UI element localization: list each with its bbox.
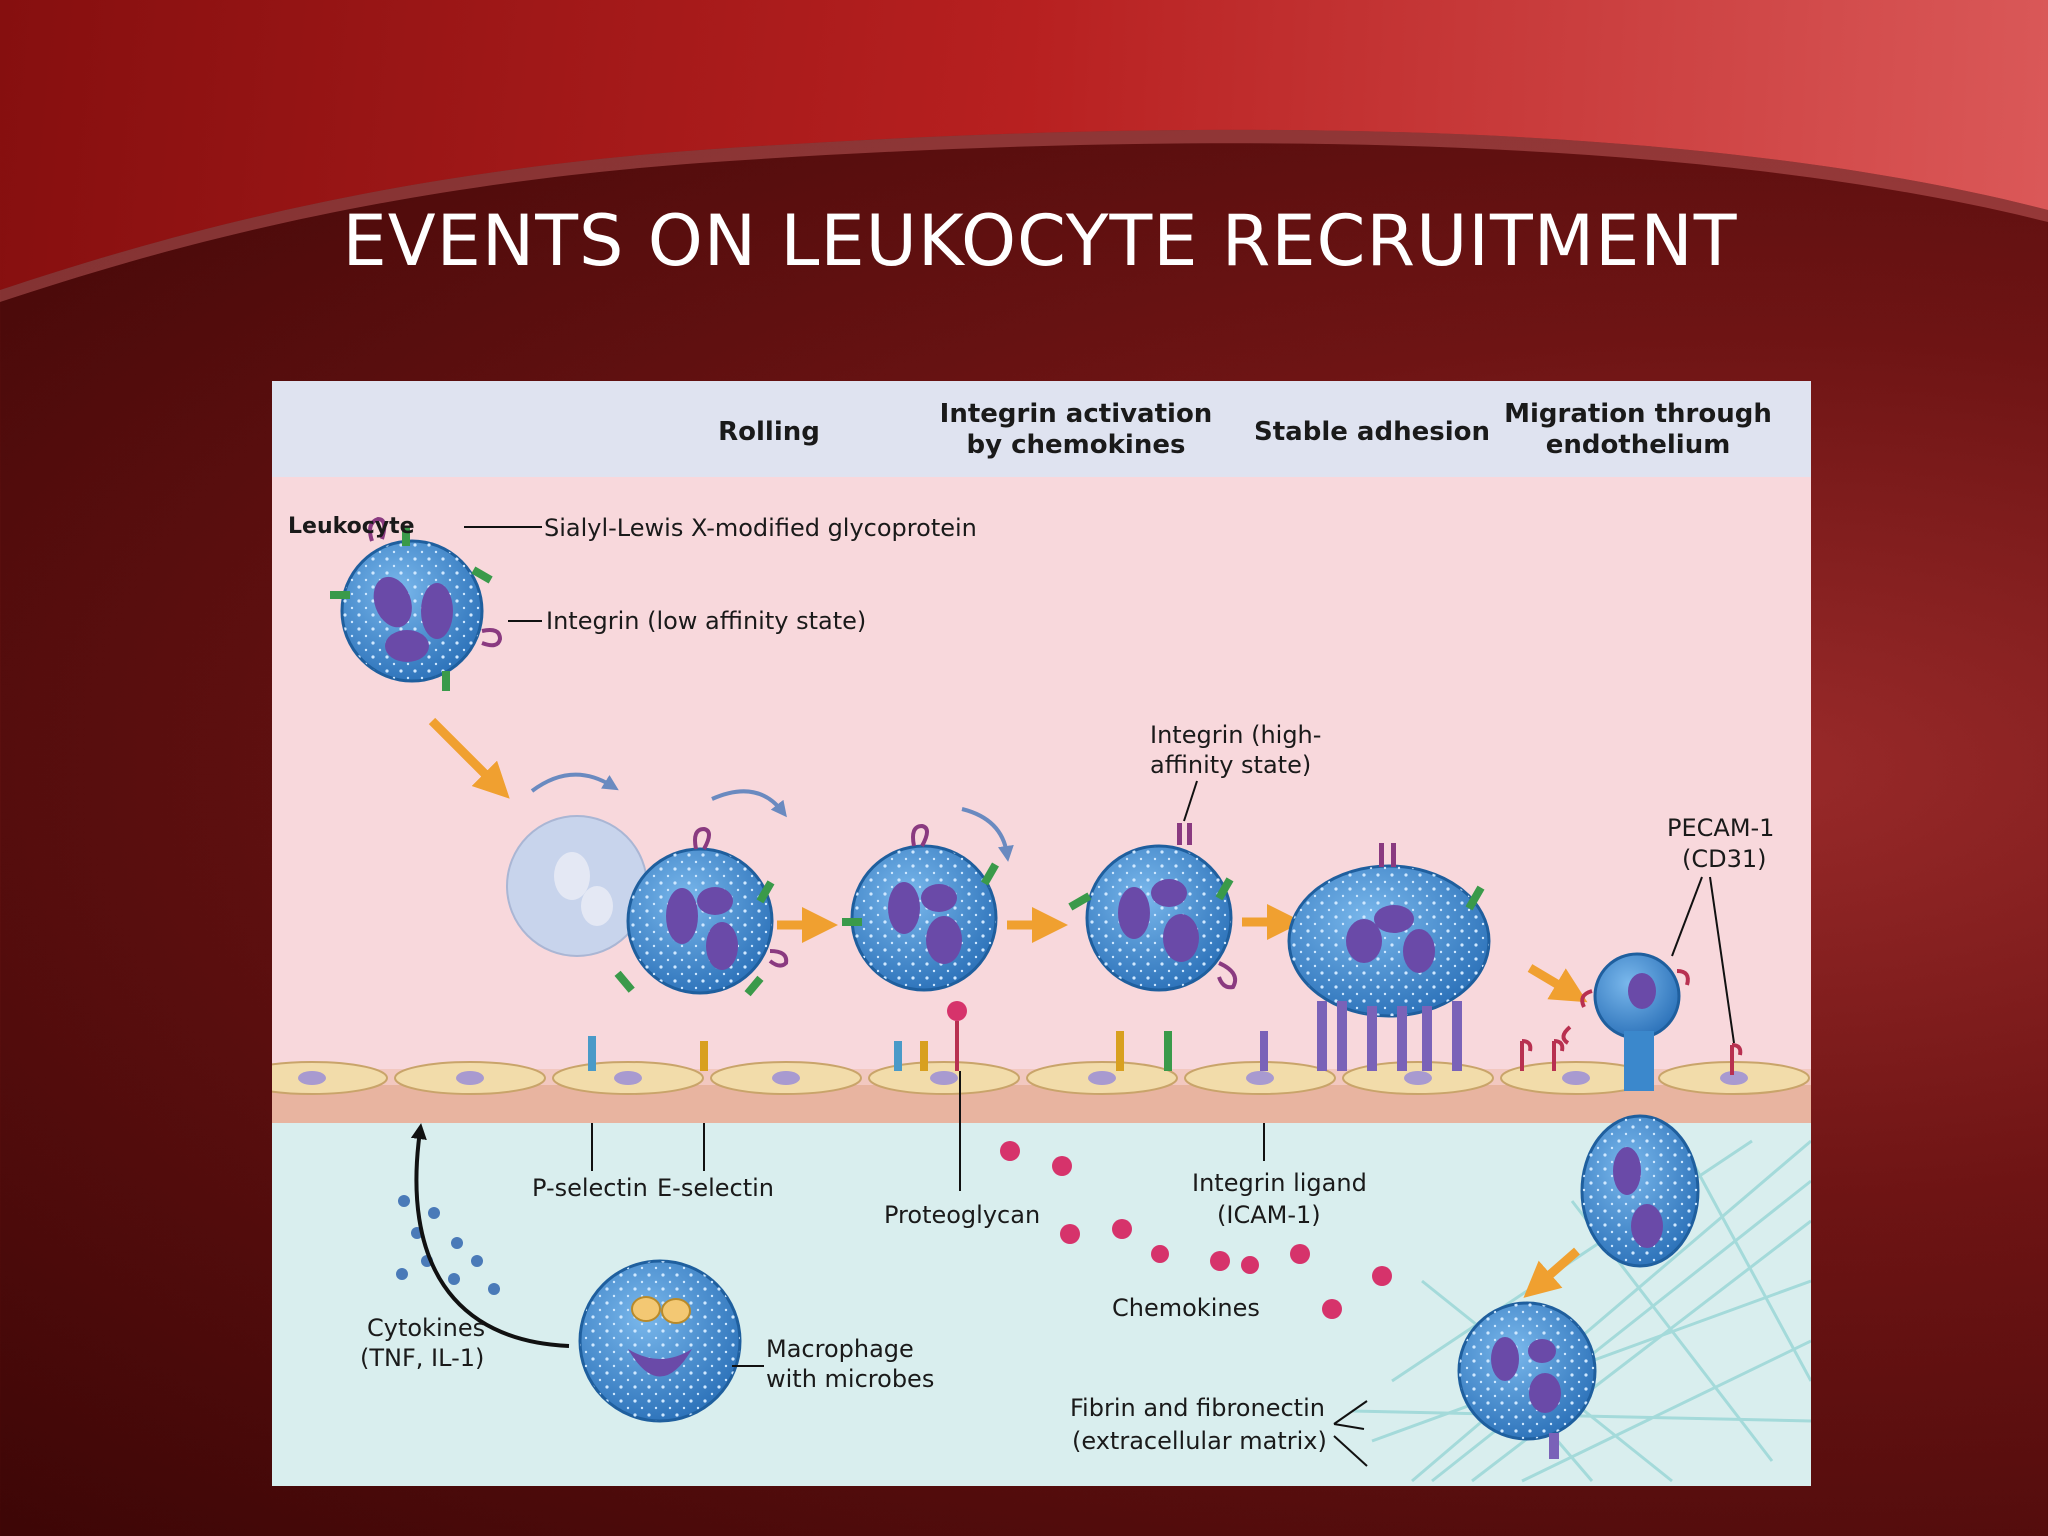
label-cytokines-line1: Cytokines (367, 1314, 485, 1342)
label-leukocyte: Leukocyte (288, 514, 415, 539)
header-swoosh-highlight (0, 129, 2048, 302)
transmigrating-leukocyte (1580, 952, 1700, 1268)
rolling-ghost-cell (506, 815, 648, 957)
cytokine-signal-arrow (410, 1123, 570, 1348)
stage-migration-line1: Migration through (1504, 399, 1772, 429)
endothelial-nucleus (772, 1071, 800, 1085)
label-integrin-ligand-line2: (ICAM-1) (1217, 1201, 1321, 1229)
label-pecam-line2: (CD31) (1682, 845, 1767, 873)
endothelial-nucleus (930, 1071, 958, 1085)
label-cytokines-line2: (TNF, IL-1) (360, 1344, 484, 1372)
label-integrin-high-line2: affinity state) (1150, 751, 1311, 779)
label-macrophage-line2: with microbes (766, 1365, 934, 1393)
diagram-header-band (272, 381, 1811, 477)
endothelial-nucleus (1404, 1071, 1432, 1085)
endothelial-cell (272, 1061, 388, 1095)
vessel-lumen (272, 477, 1811, 1123)
label-fibrin-line2: (extracellular matrix) (1072, 1427, 1327, 1455)
leukocyte-recruitment-diagram: Rolling Integrin activation by chemokine… (272, 381, 1811, 1486)
endothelial-nucleus (1562, 1071, 1590, 1085)
endothelial-nucleus (1088, 1071, 1116, 1085)
selectin-molecules (588, 1031, 1268, 1071)
stage-integrin-activation-line2: by chemokines (967, 430, 1186, 460)
macrophage-cell (578, 1259, 742, 1423)
integrin-icam-bonds (1317, 1001, 1462, 1071)
endothelial-nucleus (614, 1071, 642, 1085)
endothelial-nucleus (1246, 1071, 1274, 1085)
activating-leukocyte (842, 823, 999, 992)
label-chemokines: Chemokines (1112, 1294, 1260, 1322)
stage-integrin-activation-line1: Integrin activation (940, 399, 1213, 429)
endothelium (272, 1061, 1811, 1123)
tissue-region (272, 1123, 1811, 1486)
label-integrin-low: Integrin (low affinity state) (546, 607, 866, 635)
proteoglycan-chemokine (947, 1001, 967, 1021)
endothelial-nucleus (298, 1071, 326, 1085)
label-sialyl-lewis: Sialyl-Lewis X-modified glycoprotein (544, 514, 977, 542)
pecam-molecules (1520, 969, 1743, 1075)
flow-arrows (428, 717, 1588, 1298)
stage-migration-line2: endothelium (1546, 430, 1731, 460)
stage-stable-adhesion: Stable adhesion (1254, 417, 1490, 447)
endothelial-nucleus (1720, 1071, 1748, 1085)
label-integrin-high-line1: Integrin (high- (1150, 721, 1321, 749)
chemokine-particles (1000, 1141, 1392, 1319)
cytokine-particles (396, 1195, 500, 1295)
label-pecam-line1: PECAM-1 (1667, 814, 1774, 842)
header-swoosh (0, 0, 2048, 290)
label-fibrin-line1: Fibrin and fibronectin (1070, 1394, 1325, 1422)
label-integrin-ligand-line1: Integrin ligand (1192, 1169, 1367, 1197)
label-macrophage-line1: Macrophage (766, 1335, 914, 1363)
label-e-selectin: E-selectin (657, 1174, 774, 1202)
label-proteoglycan: Proteoglycan (884, 1201, 1040, 1229)
endothelial-nucleus (456, 1071, 484, 1085)
leukocyte-cell (330, 516, 503, 691)
adherent-leukocyte (1287, 843, 1491, 1018)
activated-leukocyte (1068, 823, 1238, 992)
slide-title: EVENTS ON LEUKOCYTE RECRUITMENT (342, 200, 1738, 282)
migrated-leukocyte (1457, 1301, 1597, 1459)
rolling-leukocyte (614, 826, 789, 997)
stage-rolling: Rolling (718, 417, 820, 447)
label-p-selectin: P-selectin (532, 1174, 648, 1202)
